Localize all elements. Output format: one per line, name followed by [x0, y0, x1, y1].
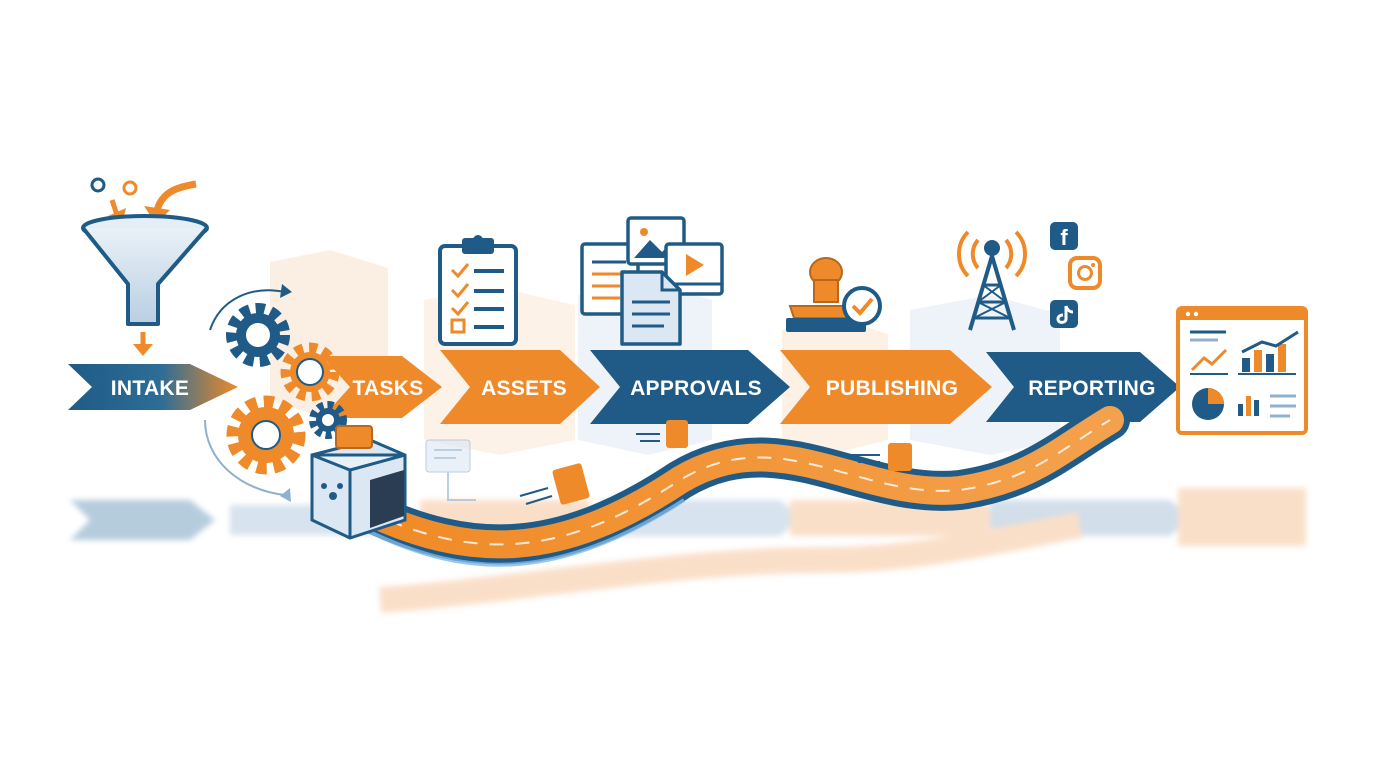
flow-card [425, 439, 476, 501]
checklist-icon [438, 235, 518, 346]
facebook-icon: f [1050, 222, 1078, 250]
gears-icon [204, 284, 347, 502]
stage-arrow-approvals [590, 350, 790, 424]
svg-text:f: f [1060, 225, 1068, 250]
floor-reflection [70, 488, 1306, 613]
stage-arrow-reporting [986, 352, 1180, 422]
tiktok-icon [1050, 300, 1078, 328]
document-chip-1 [519, 463, 590, 505]
media-files-icon [580, 216, 724, 346]
conveyor-track [345, 400, 1130, 567]
stage-label-assets: ASSETS [481, 377, 567, 400]
document-chip-2 [636, 420, 688, 448]
stage-label-tasks: TASKS [352, 377, 423, 400]
processor-box-icon [310, 425, 407, 540]
stage-arrow-publishing [780, 350, 992, 424]
stage-label-intake: INTAKE [111, 377, 189, 400]
stage-label-approvals: APPROVALS [630, 377, 762, 400]
funnel-icon [81, 177, 209, 356]
stage-arrow-intake [68, 364, 238, 410]
instagram-icon [1068, 256, 1102, 290]
stage-arrow-assets [440, 350, 600, 424]
stage-arrow-tasks [322, 356, 442, 418]
analytics-dashboard-icon [1176, 306, 1308, 435]
gear-small-blue [309, 401, 347, 439]
broadcast-tower-icon [957, 230, 1027, 331]
stamp-check-icon [786, 257, 882, 332]
gear-large-orange [226, 395, 306, 475]
stage-label-publishing: PUBLISHING [826, 377, 959, 400]
gear-large-blue [226, 303, 290, 367]
document-chip-3 [852, 443, 912, 471]
gear-orange-mid [280, 342, 340, 402]
stage-label-reporting: REPORTING [1028, 377, 1156, 400]
